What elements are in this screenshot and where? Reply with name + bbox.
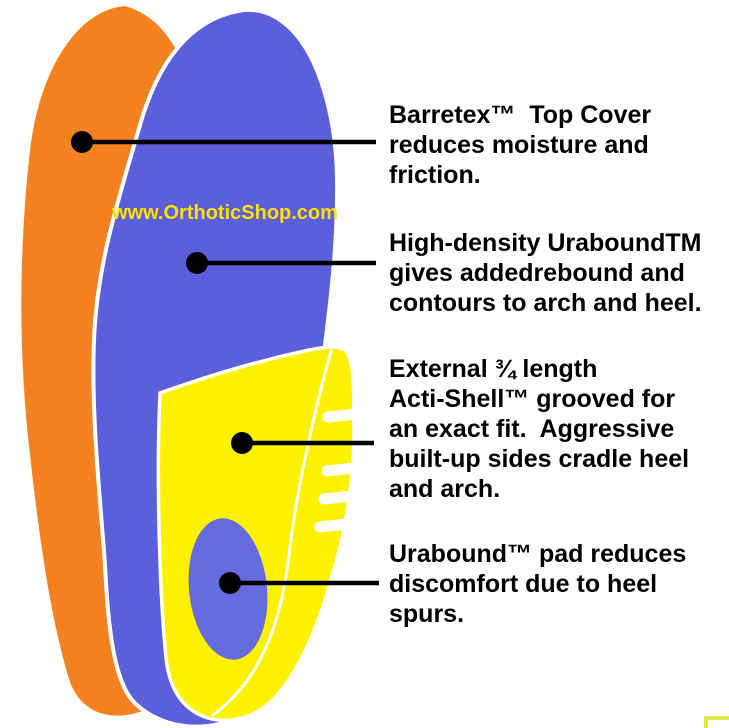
leader-heel-pad	[219, 572, 379, 594]
corner-mark	[704, 716, 729, 720]
shell-groove-notch	[318, 490, 358, 505]
annotation-midsole: High-density UraboundTM gives addedrebou…	[389, 229, 702, 317]
leader-dot	[219, 572, 241, 594]
shell-groove-notch	[314, 518, 354, 533]
annotation-heel-pad: Urabound™ pad reduces discomfort due to …	[389, 540, 687, 628]
annotation-shell: External ¾ length Acti-Shell™ grooved fo…	[389, 355, 690, 503]
leader-dot	[231, 432, 253, 454]
shell-seam-line	[211, 349, 333, 717]
leader-dot	[186, 252, 208, 274]
corner-mark	[704, 716, 708, 728]
shell-groove-notch	[321, 462, 361, 477]
annotation-top-cover: Barretex™ Top Cover reduces moisture and…	[389, 101, 652, 189]
shell-groove-notch	[322, 408, 362, 423]
leader-shell	[231, 432, 374, 454]
watermark-url: www.OrthoticShop.com	[112, 202, 338, 224]
leader-midsole	[186, 252, 376, 274]
leader-top-cover	[71, 131, 376, 153]
leader-dot	[71, 131, 93, 153]
